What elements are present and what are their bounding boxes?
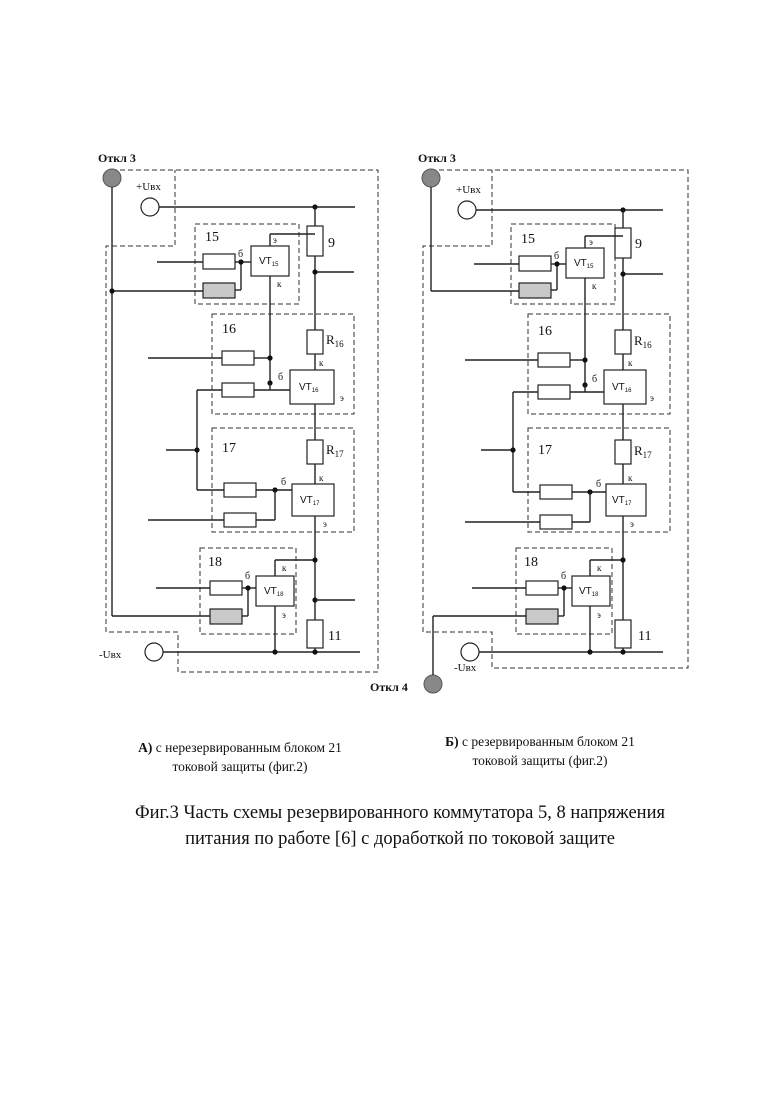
block16-label-b: 16 [538, 324, 552, 339]
pin-label: э [650, 393, 654, 403]
pin-label: к [592, 281, 597, 291]
figure-caption-line2: питания по работе [6] с доработкой по то… [100, 826, 700, 852]
caption-b: Б) с резервированным блоком 21 токовой з… [420, 732, 660, 770]
r9-label-b: 9 [635, 237, 642, 252]
vin-minus-terminal-b [461, 643, 479, 661]
r11-label-b: 11 [638, 629, 651, 644]
schematic-b: Откл 3 Откл 4 +Uвх -Uвх 9 11 15 16 17 18… [370, 151, 688, 694]
schematic-a: Откл 3 +Uвх -Uвх 9 11 15 16 17 18 R16 R1… [98, 151, 378, 672]
figure-caption: Фиг.3 Часть схемы резервированного комму… [100, 800, 700, 852]
block15-label-a: 15 [205, 230, 219, 245]
caption-a-line2: токовой защиты (фиг.2) [110, 757, 370, 776]
block17-label-a: 17 [222, 441, 236, 456]
otkl3-button-b[interactable] [422, 169, 440, 187]
pin-label: к [319, 358, 324, 368]
pin-label: э [282, 610, 286, 620]
pin-label: э [323, 519, 327, 529]
r17-label-b: R17 [634, 443, 652, 460]
vin-plus-label-a: +Uвх [136, 181, 161, 193]
figure-caption-line1: Фиг.3 Часть схемы резервированного комму… [100, 800, 700, 826]
vin-plus-terminal-b [458, 201, 476, 219]
block18-label-b: 18 [524, 555, 538, 570]
vin-plus-terminal-a [141, 198, 159, 216]
pin-label: б [561, 571, 566, 582]
otkl3-label-b: Откл 3 [418, 151, 456, 165]
pin-label: э [589, 237, 593, 247]
pin-label: б [596, 479, 601, 490]
pin-label: б [592, 374, 597, 385]
pin-label: к [628, 473, 633, 483]
outer-enclosure-a [106, 170, 378, 672]
vin-minus-terminal-a [145, 643, 163, 661]
vin-minus-label-b: -Uвх [454, 662, 477, 674]
otkl3-button-a[interactable] [103, 169, 121, 187]
pin-label: э [340, 393, 344, 403]
pin-label: б [281, 477, 286, 488]
vin-plus-label-b: +Uвх [456, 184, 481, 196]
pin-label: э [630, 519, 634, 529]
otkl3-label-a: Откл 3 [98, 151, 136, 165]
otkl4-button-b[interactable] [424, 675, 442, 693]
block18-label-a: 18 [208, 555, 222, 570]
pin-label: к [597, 563, 602, 573]
r9-label-a: 9 [328, 236, 335, 251]
pin-label: б [278, 372, 283, 383]
block15-label-b: 15 [521, 232, 535, 247]
caption-b-line2: токовой защиты (фиг.2) [420, 751, 660, 770]
pin-label: б [245, 571, 250, 582]
pin-label: э [273, 235, 277, 245]
vin-minus-label-a: -Uвх [99, 649, 122, 661]
pin-label: к [277, 279, 282, 289]
caption-b-line1: Б) с резервированным блоком 21 [420, 732, 660, 751]
pin-label: б [238, 249, 243, 260]
pin-label: к [282, 563, 287, 573]
schematic-diagram: Откл 3 +Uвх -Uвх 9 11 15 16 17 18 R16 R1… [0, 0, 780, 720]
caption-a-line1: А) с нерезервированным блоком 21 [110, 738, 370, 757]
r17-label-a: R17 [326, 442, 344, 459]
pin-label: э [597, 610, 601, 620]
caption-a: А) с нерезервированным блоком 21 токовой… [110, 738, 370, 776]
r16-label-a: R16 [326, 332, 344, 349]
pin-label: к [319, 473, 324, 483]
otkl4-label-b: Откл 4 [370, 680, 408, 694]
r16-label-b: R16 [634, 333, 652, 350]
block17-label-b: 17 [538, 443, 552, 458]
block16-label-a: 16 [222, 322, 236, 337]
pin-label: к [628, 358, 633, 368]
pin-label: б [554, 251, 559, 262]
r11-label-a: 11 [328, 629, 341, 644]
